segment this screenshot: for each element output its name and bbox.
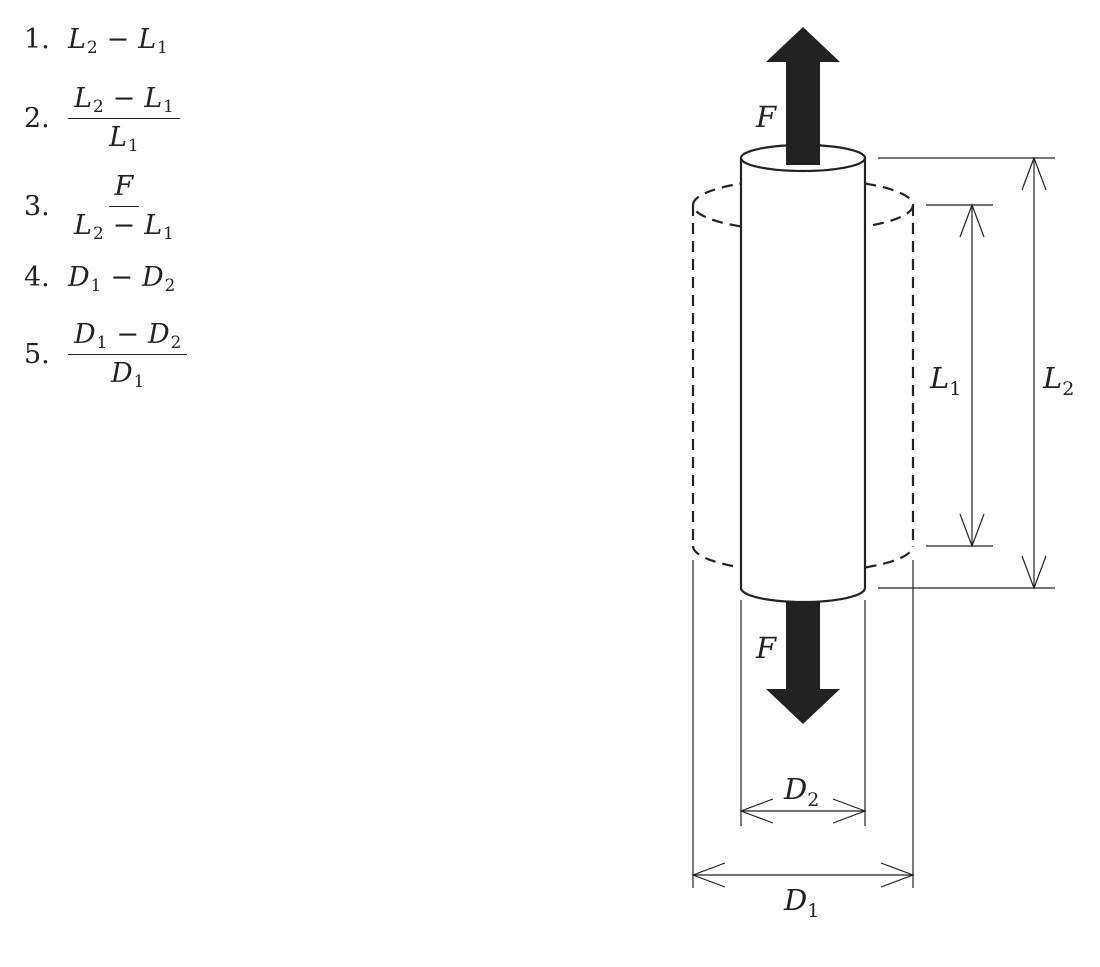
l2-arrowhead-bottom: [1021, 555, 1047, 590]
option-number: 5.: [24, 339, 50, 370]
option-4[interactable]: 4. D1−D2: [24, 262, 176, 296]
option-fraction: L2−L1 L1: [68, 82, 180, 155]
d1-label: D1: [783, 883, 819, 922]
l2-arrowhead-top: [1021, 156, 1047, 191]
l1-arrowhead-top: [959, 203, 985, 238]
fraction-numerator: F: [108, 170, 140, 207]
d1-dimension: [691, 560, 915, 888]
option-3[interactable]: 3. F L2−L1: [24, 170, 180, 243]
option-number: 2.: [24, 103, 50, 134]
stretched-cylinder: [739, 143, 867, 604]
option-fraction: D1−D2 D1: [68, 318, 188, 392]
d2-label: D2: [783, 772, 819, 811]
option-number: 1.: [24, 24, 50, 55]
d2-arrowhead-right: [832, 798, 867, 824]
force-arrow-down: [766, 601, 840, 724]
l1-label: L1: [929, 361, 961, 400]
option-5[interactable]: 5. D1−D2 D1: [24, 318, 188, 392]
option-2[interactable]: 2. L2−L1 L1: [24, 82, 180, 155]
fraction-denominator: D1: [110, 358, 145, 392]
d1-arrowhead-left: [691, 862, 726, 888]
answer-options: 1. L2−L1 2. L2−L1 L1 3. F L2−L1 4. D1−D2…: [0, 0, 300, 400]
d2-dimension: [739, 600, 867, 826]
option-number: 4.: [24, 262, 50, 293]
d2-arrowhead-left: [739, 798, 774, 824]
fraction-numerator: D1−D2: [68, 318, 188, 355]
force-label-top: F: [755, 100, 777, 134]
cylinder-body-fill: [741, 158, 865, 588]
fraction-denominator: L1: [109, 122, 139, 156]
option-expression: D1−D2: [68, 262, 176, 296]
l1-arrowhead-bottom: [959, 513, 985, 548]
l2-label: L2: [1042, 361, 1074, 400]
d1-arrowhead-right: [880, 862, 915, 888]
l2-dimension: [878, 156, 1055, 590]
option-number: 3.: [24, 191, 50, 222]
option-1[interactable]: 1. L2−L1: [24, 24, 168, 58]
l1-dimension: [926, 203, 993, 548]
option-fraction: F L2−L1: [68, 170, 180, 243]
cylinder-bottom-arc: [739, 587, 867, 604]
fraction-numerator: L2−L1: [68, 82, 180, 119]
force-arrow-up: [766, 27, 840, 165]
option-expression: L2−L1: [68, 24, 168, 58]
force-label-bottom: F: [755, 631, 777, 665]
fraction-denominator: L2−L1: [74, 210, 174, 244]
